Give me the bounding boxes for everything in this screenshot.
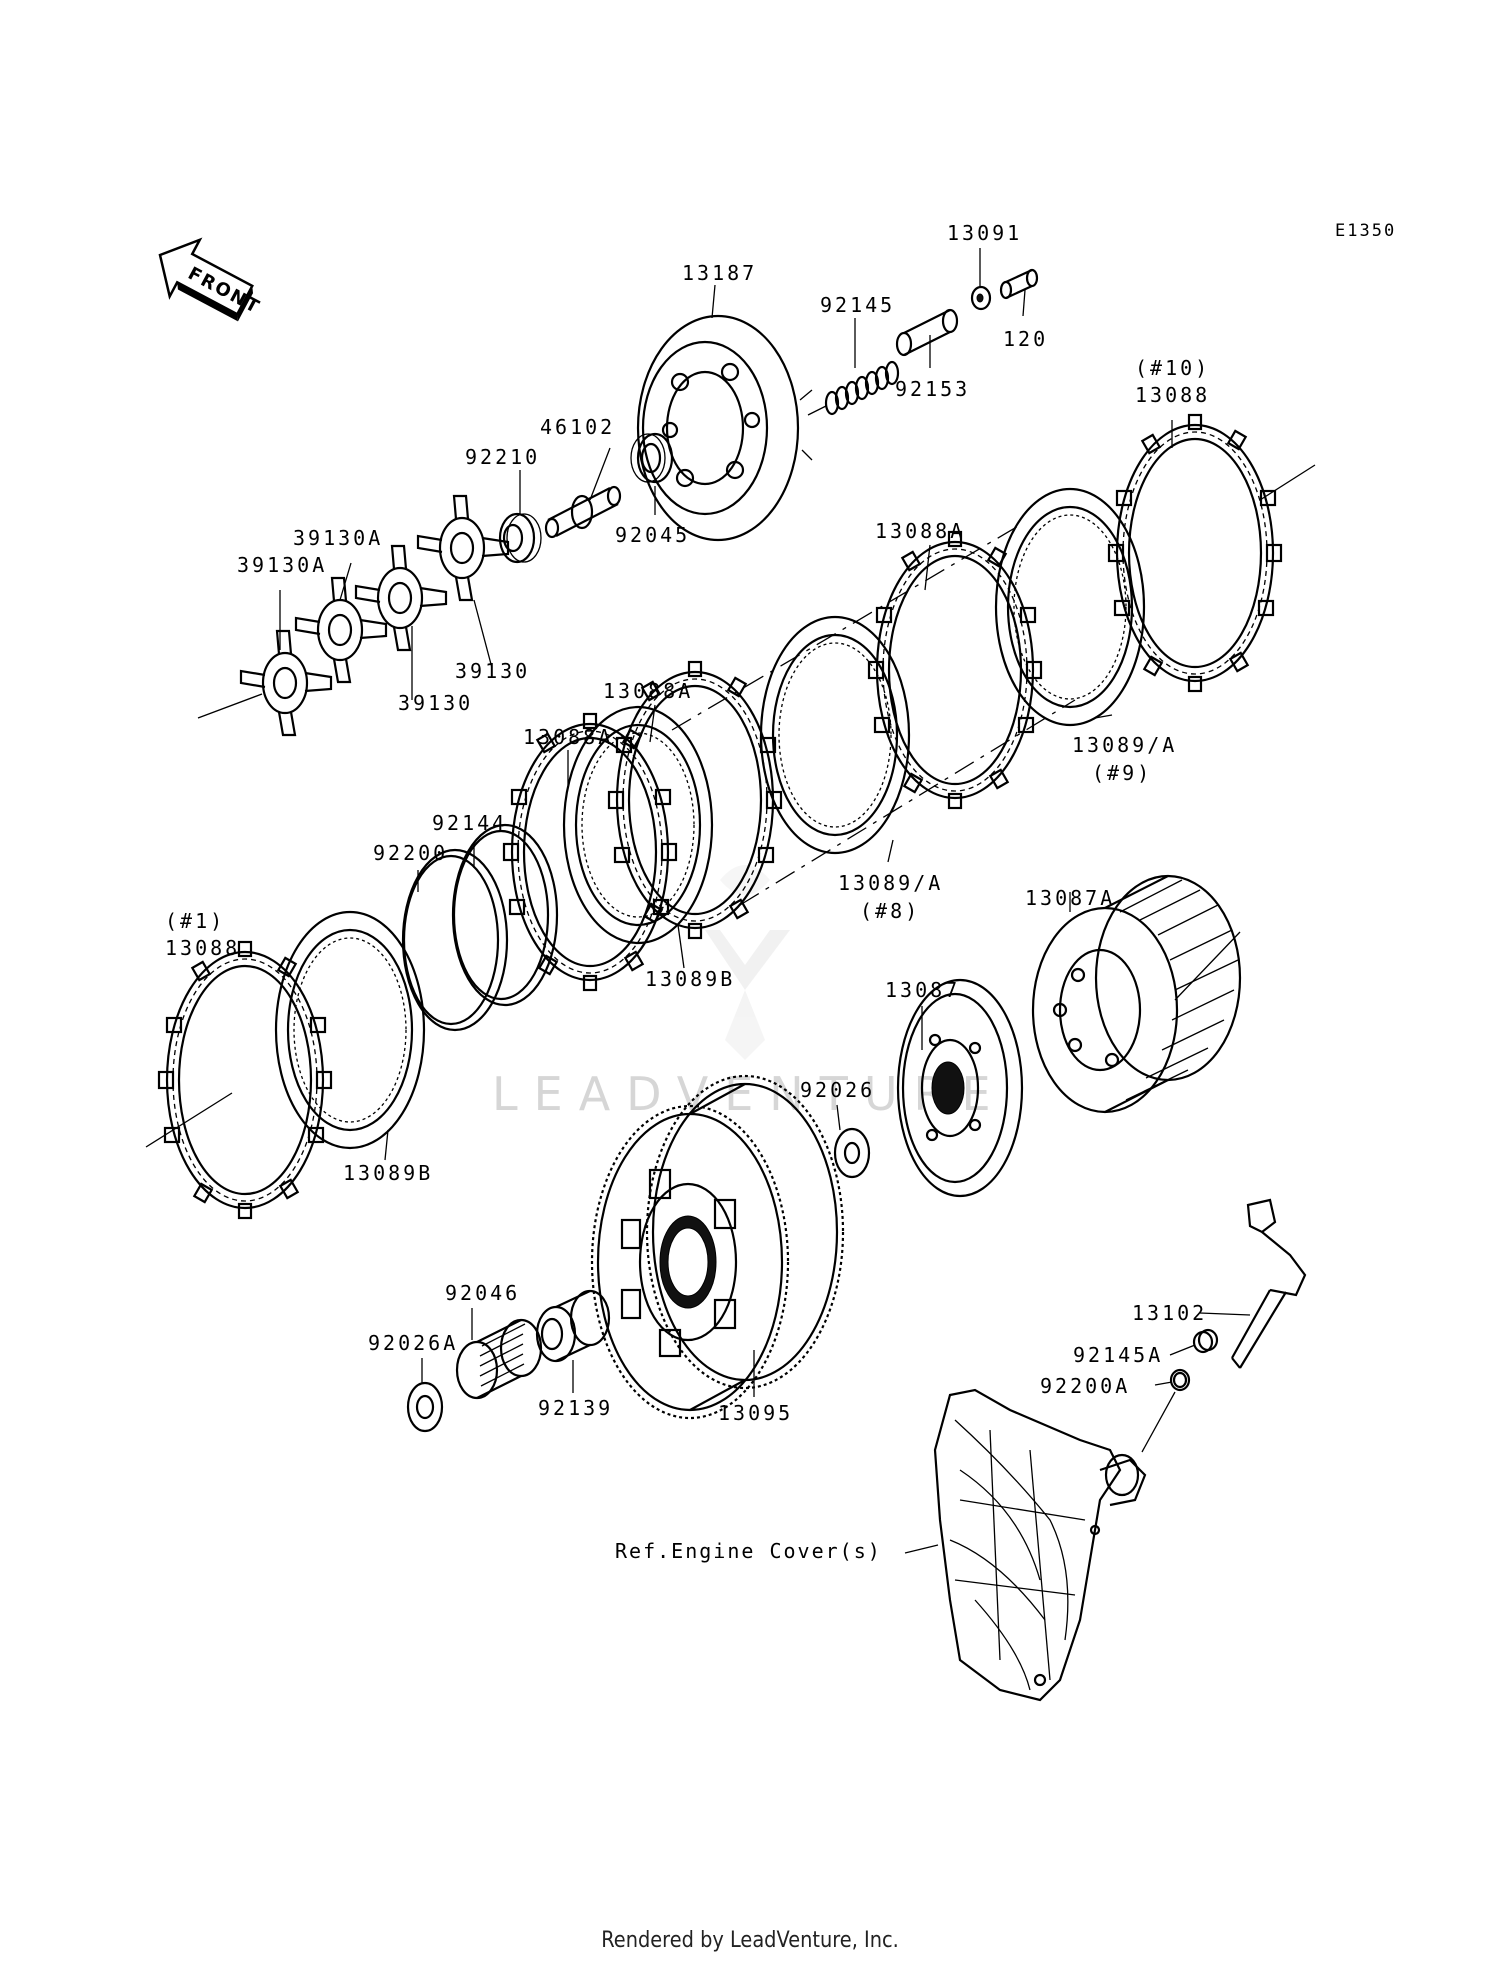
washer-39130A-1 <box>239 629 333 737</box>
washer-39130A-2 <box>294 576 388 684</box>
label-13088A-mid: 13088A <box>603 679 693 703</box>
label-1: (#1) <box>165 909 225 933</box>
label-46102: 46102 <box>540 415 615 439</box>
label-39130A-2: 39130A <box>237 553 327 577</box>
leader-lines <box>279 248 1251 1554</box>
label-13089B-bottom: 13089B <box>343 1161 433 1185</box>
label-39130-2: 39130 <box>398 691 473 715</box>
watermark-text: LEADVENTURE <box>492 1067 1007 1121</box>
label-13089A-9: 13089/A <box>1072 733 1177 757</box>
label-92200: 92200 <box>373 841 448 865</box>
engine-cover-ref <box>933 1388 1147 1702</box>
bearing-92045 <box>630 432 674 484</box>
label-120: 120 <box>1003 327 1048 351</box>
ring-92200 <box>401 848 509 1032</box>
label-39130A-1: 39130A <box>293 526 383 550</box>
bolt-92153 <box>895 308 959 357</box>
label-13089B-mid: 13089B <box>645 967 735 991</box>
label-92046: 92046 <box>445 1281 520 1305</box>
front-arrow-icon: FRONT <box>158 237 264 322</box>
washer-39130-2 <box>416 494 510 602</box>
steel-plate-13089B-bottom <box>274 910 426 1150</box>
label-13187: 13187 <box>682 261 757 285</box>
label-13102: 13102 <box>1132 1301 1207 1325</box>
spring-92145A <box>1192 1328 1219 1354</box>
label-92210: 92210 <box>465 445 540 469</box>
label-13087: 13087 <box>885 978 960 1002</box>
ring-92144 <box>451 823 559 1007</box>
part-labels: 13091 13187 120 92145 92153 (#10) 13088 … <box>165 221 1210 1563</box>
washer-92026 <box>833 1127 871 1179</box>
sleeve-92139 <box>535 1289 611 1363</box>
washer-39130-1 <box>354 544 448 652</box>
label-13095: 13095 <box>718 1401 793 1425</box>
label-13091: 13091 <box>947 221 1022 245</box>
diagram-code: E1350 <box>1335 221 1396 241</box>
clutch-hub-13087A <box>1031 874 1242 1114</box>
label-92145: 92145 <box>820 293 895 317</box>
label-92200A: 92200A <box>1040 1374 1130 1398</box>
watermark-logo <box>705 865 790 1060</box>
label-13087A: 13087A <box>1025 886 1115 910</box>
screw-120 <box>999 268 1039 300</box>
o-ring-92200A <box>1169 1368 1191 1392</box>
label-92045: 92045 <box>615 523 690 547</box>
label-13088A-left: 13088A <box>523 725 613 749</box>
label-13088-top: 13088 <box>1135 383 1210 407</box>
label-13088A-top: 13088A <box>875 519 965 543</box>
release-shaft-13102 <box>1231 1198 1307 1369</box>
label-92026: 92026 <box>800 1078 875 1102</box>
spring-92145 <box>807 360 900 416</box>
label-13088-left: 13088 <box>165 936 240 960</box>
label-92153: 92153 <box>895 377 970 401</box>
label-8: (#8) <box>860 899 920 923</box>
label-92144: 92144 <box>432 811 507 835</box>
friction-plate-13088-1 <box>157 940 333 1220</box>
label-ref-engine-cover: Ref.Engine Cover(s) <box>615 1539 882 1563</box>
label-92145A: 92145A <box>1073 1343 1163 1367</box>
nut-92210 <box>498 512 542 564</box>
assembly-axis-lines <box>145 464 1316 1148</box>
label-10: (#10) <box>1135 356 1210 380</box>
label-39130-1: 39130 <box>455 659 530 683</box>
friction-plate-13088A-mid <box>607 660 783 940</box>
friction-plate-13088A-left <box>502 712 678 992</box>
steel-plate-13089A-9 <box>994 487 1146 727</box>
clutch-boss-13087 <box>896 978 1024 1198</box>
label-13089A-8: 13089/A <box>838 871 943 895</box>
clutch-housing-13095 <box>590 1074 845 1420</box>
label-92026A: 92026A <box>368 1331 458 1355</box>
washer-92026A <box>406 1381 444 1433</box>
footer-credit: Rendered by LeadVenture, Inc. <box>601 1928 899 1953</box>
push-rod-46102 <box>544 485 622 539</box>
pressure-plate-13187 <box>636 314 813 542</box>
label-9: (#9) <box>1092 761 1152 785</box>
washer-13091 <box>970 285 992 311</box>
label-92139: 92139 <box>538 1396 613 1420</box>
needle-bearing-92046 <box>455 1318 543 1400</box>
